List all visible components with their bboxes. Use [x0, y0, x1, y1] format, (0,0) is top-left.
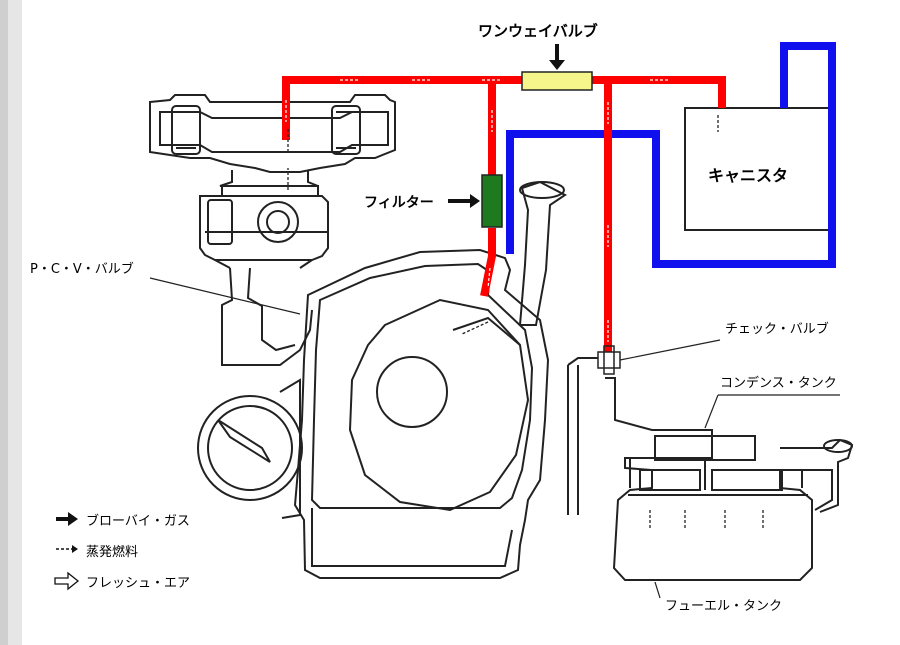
oil-filler [518, 180, 567, 326]
pulley-mount [279, 378, 301, 519]
pulley-inner [207, 405, 293, 491]
one-way-valve-arrow-icon [549, 44, 565, 70]
pcv-leader [149, 277, 301, 315]
intake-manifold [221, 267, 313, 366]
carb-side-block [207, 199, 233, 245]
legend-fuel-vapor: 蒸発燃料 [86, 545, 139, 560]
line-drawing [149, 94, 854, 599]
filter [481, 174, 503, 228]
dashed-arrow-icon [56, 545, 78, 553]
fuel-tank-outline [605, 377, 833, 581]
carb-throat [257, 201, 299, 243]
check-valve-leader [619, 339, 721, 361]
check-valve-label: チェック・バルブ [725, 322, 829, 337]
filler-neck [780, 438, 854, 513]
fuel-tank-chamber-right [711, 469, 783, 491]
check-valve-body [603, 345, 615, 375]
pcv-valve-label: P・C・V・バルブ [30, 262, 134, 277]
one-way-valve-label: ワンウェイバルブ [478, 22, 598, 40]
fuel-tank-label: フューエル・タンク [665, 599, 783, 614]
rotor-edge [452, 316, 521, 346]
carb-throat-inner [266, 210, 290, 234]
intake-runner [246, 267, 296, 352]
hollow-arrow-icon [54, 571, 80, 591]
filter-arrow-icon [448, 194, 480, 208]
pulley-bracket [217, 419, 271, 463]
vapor-line-left [282, 76, 522, 140]
legend-fresh-air: フレッシュ・エア [86, 576, 191, 591]
air-cleaner-element-right [331, 105, 361, 155]
oil-filler-cap [519, 181, 565, 199]
vapor-flow-arrows [287, 115, 764, 528]
filter-label: フィルター [364, 195, 434, 211]
condense-tank-label: コンデンス・タンク [720, 376, 837, 391]
eccentric-shaft [376, 356, 448, 428]
fuel-tank-top [628, 458, 808, 496]
oil-pan [311, 508, 513, 567]
pulley-outer [197, 395, 303, 501]
condense-leader-a [704, 394, 719, 429]
vapor-line-to-engine [480, 228, 496, 297]
air-cleaner-element-left [171, 105, 201, 155]
air-cleaner-inner [159, 111, 389, 153]
legend-blow-by: ブローバイ・ガス [86, 514, 190, 529]
fuel-tank-leader [654, 581, 661, 599]
check-valve [597, 351, 621, 369]
check-valve-stub [567, 357, 600, 515]
vapor-flow-marks [285, 79, 670, 342]
fuel-tank-chamber-left [639, 469, 701, 491]
rotor-housing [310, 262, 534, 509]
engine-housing [293, 248, 550, 579]
condense-tank-body [654, 435, 756, 461]
scan-edge-shading-dark [0, 0, 8, 645]
canister-label: キャニスタ [708, 166, 789, 185]
carburetor-body [199, 195, 329, 261]
vapor-line-right [592, 76, 726, 108]
rotor-chamber [348, 298, 530, 512]
solid-arrow-icon [56, 512, 78, 526]
carb-flange [221, 185, 319, 197]
fresh-air-hose [506, 42, 836, 268]
air-cleaner-housing [149, 94, 396, 173]
filler-neck-cap [823, 439, 853, 453]
one-way-valve [521, 71, 593, 91]
